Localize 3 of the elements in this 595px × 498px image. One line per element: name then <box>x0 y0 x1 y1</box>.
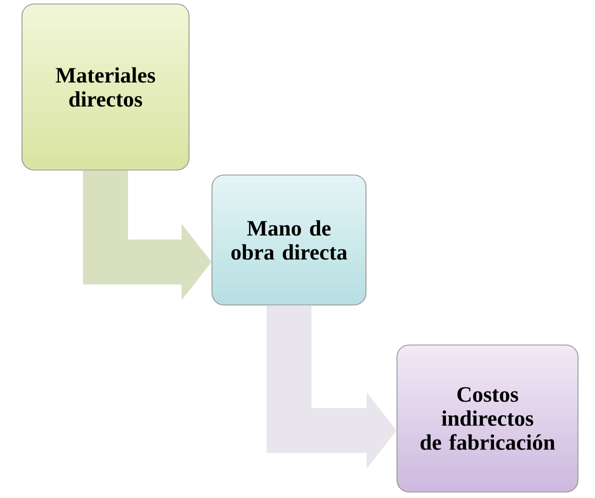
process-box: Materiales directos <box>22 4 190 170</box>
process-box: Mano de obra directa <box>212 174 366 306</box>
process-box: Costos indirectos de fabricación <box>396 344 578 492</box>
